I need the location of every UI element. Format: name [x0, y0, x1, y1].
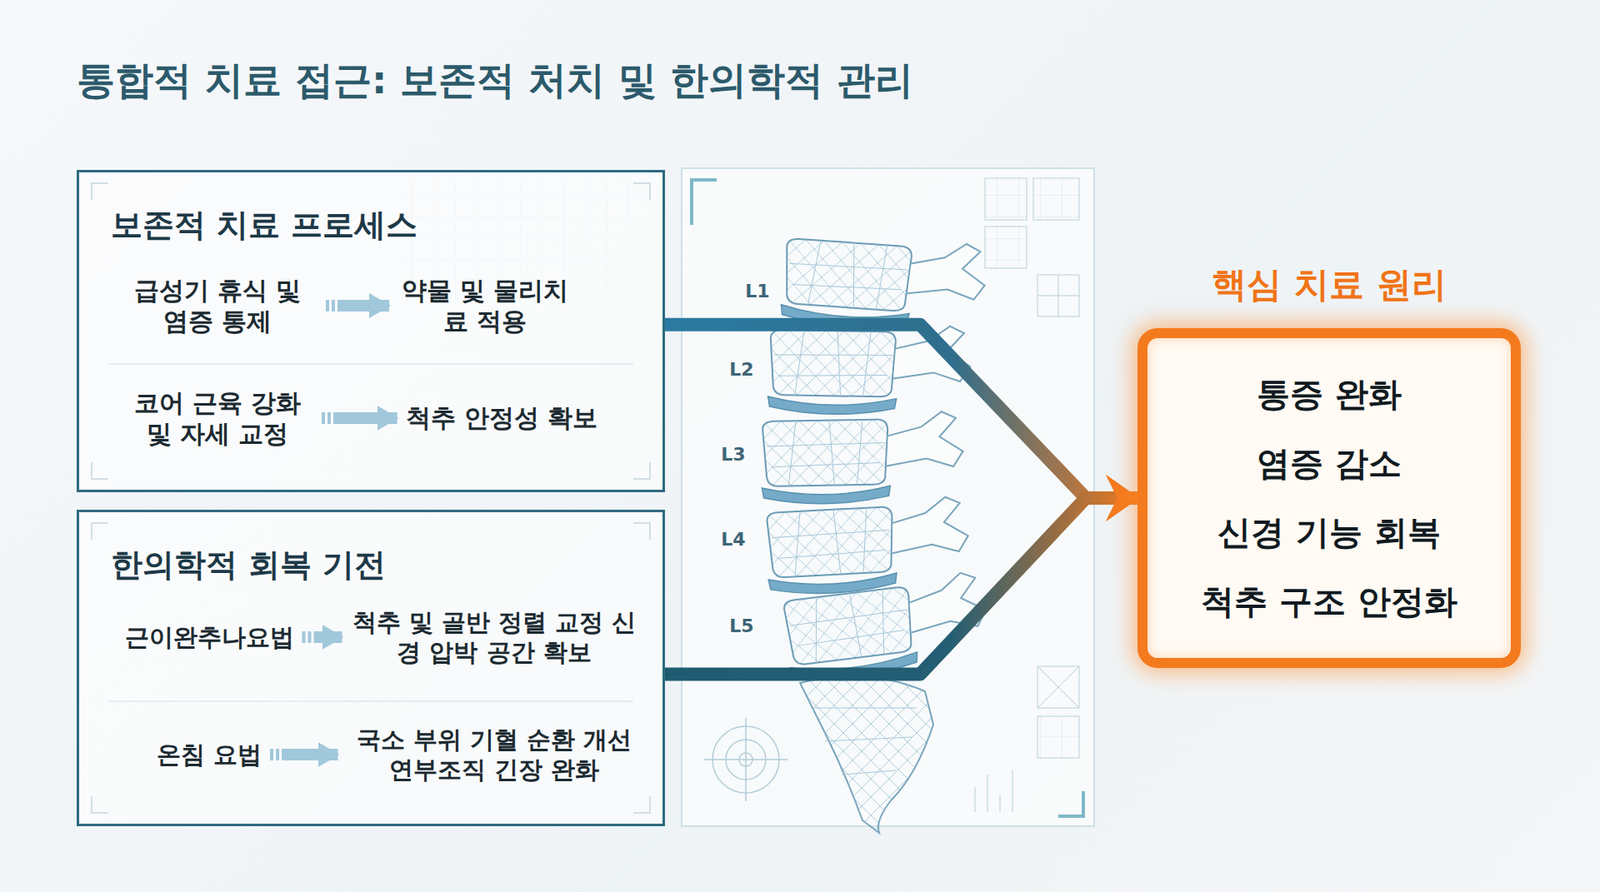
drawing-part: [1037, 666, 1080, 709]
process-step: 코어 근육 강화 및 자세 교정: [121, 387, 314, 450]
step-text: 약물 및 물리치료 적용: [397, 275, 573, 338]
principle-box: 핵심 치료 원리통증 완화염증 감소신경 기능 회복척추 구조 안정화: [1137, 328, 1521, 669]
step-text: 급성기 휴식 및 염증 통제: [117, 275, 318, 338]
tech-grid: [975, 178, 1080, 813]
step-text: 근이완추나요법: [125, 622, 295, 653]
principle-line: 신경 기능 회복: [1217, 510, 1441, 556]
principle-line: 통증 완화: [1256, 371, 1402, 418]
process-step: 급성기 휴식 및 염증 통제: [117, 275, 318, 338]
drawing-part: [1037, 275, 1080, 317]
drawing-part: [1037, 666, 1080, 709]
vertebra-label: L1: [745, 280, 770, 302]
principle-line: 척추 구조 안정화: [1200, 579, 1458, 625]
group-panel: 근이완추나요법 척추 및 골반 정렬 교정 신경 압박 공간 확보온침 요법 국소 …: [76, 510, 665, 827]
process-step: 온침 요법: [156, 740, 262, 770]
drawing-part: [704, 718, 788, 802]
drawing-part: [1037, 716, 1080, 759]
sacrum: [800, 676, 934, 834]
drawing-part: [985, 226, 1027, 269]
step-text: 척추 및 골반 정렬 교정 신경 압박 공간 확보: [350, 607, 639, 669]
drawing-part: [985, 178, 1027, 220]
vertebra-label: L2: [729, 359, 754, 380]
panel-heading: 보존적 치료 프로세스: [110, 204, 418, 247]
step-text: 국소 부위 기혈 순환 개선 연부조직 긴장 완화: [346, 725, 643, 786]
step-text: 온침 요법: [156, 740, 262, 770]
process-step: 국소 부위 기혈 순환 개선 연부조직 긴장 완화: [346, 725, 643, 786]
drawing-part: [765, 495, 971, 597]
box-heading: 핵심 치료 원리: [1114, 261, 1545, 309]
group-panel: 급성기 휴식 및 염증 통제 약물 및 물리치료 적용코어 근육 강화 및 자세 …: [76, 170, 665, 493]
process-step: 척추 및 골반 정렬 교정 신경 압박 공간 확보: [350, 607, 639, 669]
step-text: 코어 근육 강화 및 자세 교정: [121, 387, 314, 450]
panel-heading: 한의학적 회복 기전: [110, 544, 386, 587]
vertebra-label: L5: [729, 615, 754, 637]
drawing-part: [691, 180, 717, 225]
diagram-title: 통합적 치료 접근: 보존적 처치 및 한의학적 관리: [76, 55, 915, 107]
drawing-part: [1058, 791, 1084, 817]
process-step: 척추 안정성 확보: [405, 402, 599, 435]
drawing-part: [1037, 275, 1080, 317]
process-step: 약물 및 물리치료 적용: [397, 275, 573, 338]
step-text: 척추 안정성 확보: [405, 402, 599, 435]
merge-connector: [665, 498, 1138, 675]
drawing-part: [812, 708, 917, 775]
drawing-part: [760, 411, 965, 505]
crosshair: [704, 718, 788, 802]
drawing-part: [1033, 178, 1080, 220]
process-step: 근이완추나요법: [125, 622, 295, 653]
principle-line: 염증 감소: [1256, 440, 1402, 487]
vertebra-label: L4: [720, 529, 745, 550]
merge-connector: [665, 325, 1138, 499]
vertebra-label: L3: [720, 444, 745, 465]
drawing-part: [975, 770, 1013, 813]
